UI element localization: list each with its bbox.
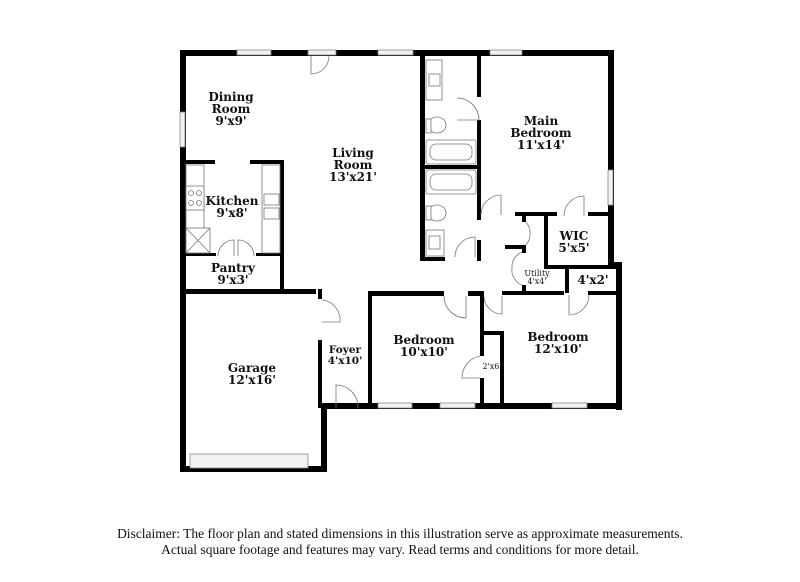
svg-text:4'x4': 4'x4'	[527, 277, 546, 286]
windows	[179, 49, 614, 409]
wic-door[interactable]	[563, 195, 585, 217]
svg-text:Room: Room	[212, 102, 251, 116]
front-door[interactable]	[335, 384, 359, 409]
svg-text:Bedroom: Bedroom	[510, 126, 571, 140]
svg-text:5'x5': 5'x5'	[558, 241, 589, 255]
closet-4x2-label: 4'x2'	[577, 273, 608, 287]
bedroom2-door[interactable]	[443, 295, 467, 319]
linen-door[interactable]	[525, 221, 531, 246]
closet-2x6-label: 2'x6'	[482, 362, 501, 371]
svg-text:12'x16': 12'x16'	[228, 373, 276, 387]
disclaimer-line-1: Disclaimer: The floor plan and stated di…	[117, 526, 683, 541]
bedroom3-label: Bedroom	[527, 330, 588, 344]
utility-label: Utility	[524, 269, 550, 278]
pantry-door[interactable]	[217, 239, 255, 257]
closet-4x2-door[interactable]	[568, 294, 590, 316]
walls	[180, 50, 622, 472]
living-room-label: Living	[332, 146, 374, 160]
svg-text:13'x21': 13'x21'	[329, 170, 377, 184]
wic-label: WIC	[559, 229, 589, 243]
pantry-label: Pantry	[211, 261, 256, 275]
bedroom2-label: Bedroom	[393, 333, 454, 347]
room-labels: Dining Room 9'x9' Living Room 13'x21' Ki…	[206, 90, 609, 387]
garage-entry-door[interactable]	[321, 299, 341, 323]
garage-door[interactable]	[189, 453, 309, 469]
main-bedroom-label: Main	[524, 114, 559, 128]
dining-room-label: Dining	[208, 90, 254, 104]
svg-text:4'x10': 4'x10'	[328, 355, 363, 367]
kitchen-label: Kitchen	[206, 194, 259, 208]
svg-text:12'x10': 12'x10'	[534, 342, 582, 356]
disclaimer-line-2: Actual square footage and features may v…	[161, 542, 639, 557]
closet-2x6-door[interactable]	[461, 355, 481, 379]
svg-text:Room: Room	[334, 158, 373, 172]
foyer-label: Foyer	[329, 344, 362, 356]
svg-text:9'x9': 9'x9'	[215, 114, 246, 128]
garage-label: Garage	[228, 361, 277, 375]
sink-icon	[263, 193, 280, 206]
utility-door[interactable]	[511, 251, 523, 286]
main-bedroom-door[interactable]	[480, 194, 502, 216]
svg-text:9'x8': 9'x8'	[216, 206, 247, 220]
main-bath-door[interactable]	[456, 97, 480, 121]
doors	[217, 49, 590, 409]
svg-text:11'x14': 11'x14'	[517, 138, 565, 152]
svg-text:9'x3': 9'x3'	[217, 273, 248, 287]
front-top-door[interactable]	[307, 49, 337, 56]
hall-bath-door[interactable]	[454, 236, 476, 258]
svg-text:10'x10': 10'x10'	[400, 345, 448, 359]
bedroom3-door[interactable]	[483, 295, 503, 315]
fixtures	[185, 59, 477, 257]
range-icon	[185, 185, 205, 211]
